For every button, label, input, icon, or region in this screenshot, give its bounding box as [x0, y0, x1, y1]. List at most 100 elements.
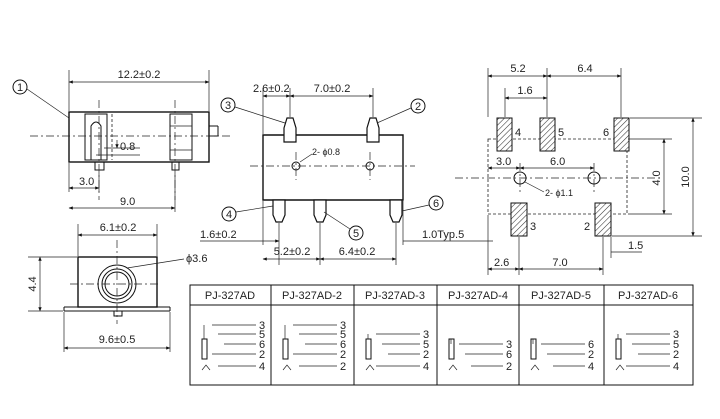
- pad-2: [594, 202, 612, 237]
- side-pin-thickness-dim: 0.8: [120, 141, 135, 153]
- pcb-dim-4-0: 4.0: [651, 170, 663, 185]
- pin-number: 6: [340, 339, 346, 351]
- pcb-dim-2-6: 2.6: [494, 257, 509, 269]
- jack-symbol: [530, 338, 537, 360]
- pad-3: [510, 202, 528, 237]
- front-total-width-dim: 9.6±0.5: [99, 334, 136, 346]
- front-width-dim: 6.1±0.2: [100, 222, 137, 234]
- model-header-3: PJ-327AD-3: [365, 290, 425, 302]
- pin-table: PJ-327AD PJ-327AD-2 PJ-327AD-3 PJ-327AD-…: [189, 284, 694, 386]
- pin-number: 5: [673, 339, 679, 351]
- pcb-outline: [487, 138, 628, 215]
- pcb-footprint: 4 5 6 3 2 2- ϕ1.1 5.2 6.4 1.6 3.0 6.0 4.…: [455, 63, 702, 275]
- pin-number: 5: [423, 339, 429, 351]
- side-pin-offset-dim: 3.0: [79, 176, 94, 188]
- pad-4: [496, 117, 513, 152]
- pin-number: 4: [423, 361, 429, 373]
- pin-number: 4: [588, 361, 594, 373]
- side-body: [68, 111, 210, 163]
- model-header-6: PJ-327AD-6: [618, 290, 678, 302]
- side-length-dim: 12.2±0.2: [118, 69, 161, 81]
- top-body: [262, 134, 404, 201]
- front-height-dim: 4.4: [27, 276, 39, 291]
- pin-number: 6: [588, 339, 594, 351]
- side-view: 12.2±0.2 0.8 3.0 9.0 1: [12, 69, 232, 212]
- pad-label-6: 6: [603, 127, 609, 139]
- pin-number: 2: [673, 349, 679, 361]
- pin-number: 3: [423, 329, 429, 341]
- callout-3: 3: [225, 100, 231, 112]
- pin-number: 2: [340, 349, 346, 361]
- pin-number: 5: [340, 329, 346, 341]
- pin-number: 2: [340, 361, 346, 373]
- pin-number: 3: [673, 329, 679, 341]
- top-pin-spacing-dim: 7.0±0.2: [314, 83, 351, 95]
- top-pin-5-6-dim: 6.4±0.2: [339, 246, 376, 258]
- pad-label-5: 5: [558, 127, 564, 139]
- pin-number: 4: [259, 361, 265, 373]
- pcb-dim-6-4: 6.4: [577, 63, 592, 75]
- callout-5: 5: [353, 228, 359, 240]
- jack-symbol: [448, 338, 455, 360]
- pin-number: 6: [506, 349, 512, 361]
- pin-number: 2: [423, 349, 429, 361]
- top-edge-to-pin-dim: 1.6±0.2: [200, 229, 237, 241]
- pin-number: 2: [259, 349, 265, 361]
- jack-symbol: [615, 338, 622, 360]
- pcb-dim-1-5: 1.5: [628, 240, 643, 252]
- pcb-dim-10-0: 10.0: [680, 166, 692, 187]
- pin-number: 3: [259, 320, 265, 332]
- model-header-4: PJ-327AD-4: [448, 290, 508, 302]
- model-header-1: PJ-327AD: [205, 290, 255, 302]
- front-view: 6.1±0.2 4.4 9.6±0.5 ϕ3.6: [27, 222, 207, 352]
- callout-6: 6: [433, 198, 439, 210]
- top-view: 2- ϕ0.8 2.6±0.2 7.0±0.2 1.6±0.2 5.2±0.2 …: [200, 83, 493, 265]
- pad-6: [613, 117, 630, 152]
- model-header-5: PJ-327AD-5: [531, 290, 591, 302]
- pcb-dim-5-2: 5.2: [510, 63, 525, 75]
- front-bore-diameter: ϕ3.6: [186, 253, 207, 265]
- callout-2: 2: [415, 101, 421, 113]
- pin-number: 2: [506, 361, 512, 373]
- top-pin-4-5-dim: 5.2±0.2: [274, 246, 311, 258]
- callout-4-circle: [221, 206, 237, 222]
- callout-2-circle: [410, 98, 426, 114]
- pin-schematic: 624: [530, 338, 594, 373]
- pin-number: 3: [506, 339, 512, 351]
- top-body-to-pin-dim: 2.6±0.2: [253, 83, 290, 95]
- pin-number: 3: [340, 320, 346, 332]
- pin-number: 6: [259, 339, 265, 351]
- pcb-holes-label: 2- ϕ1.1: [545, 188, 573, 198]
- side-pin-span-dim: 9.0: [120, 196, 135, 208]
- jack-symbol: [201, 338, 208, 360]
- pin-table-frame: [189, 284, 694, 386]
- pad-label-3: 3: [530, 221, 536, 233]
- top-pin-width-dim: 1.0Typ.5: [422, 229, 464, 241]
- pcb-dim-6-0: 6.0: [550, 156, 565, 168]
- callout-4: 4: [226, 209, 232, 221]
- callout-6-circle: [428, 195, 444, 211]
- jack-symbol: [282, 338, 289, 360]
- callout-1-circle: [12, 79, 28, 95]
- pcb-dim-3-0: 3.0: [496, 156, 511, 168]
- pin-number: 2: [588, 349, 594, 361]
- front-body: [77, 256, 158, 308]
- top-holes-label: 2- ϕ0.8: [312, 147, 340, 157]
- pad-label-2: 2: [584, 221, 590, 233]
- pin-number: 5: [259, 329, 265, 341]
- callout-3-circle: [220, 97, 236, 113]
- callout-1: 1: [17, 82, 23, 94]
- pin-schematic: 362: [448, 338, 512, 373]
- model-header-2: PJ-327AD-2: [282, 290, 342, 302]
- pcb-dim-1-6: 1.6: [517, 85, 532, 97]
- pad-5: [539, 117, 556, 152]
- pad-label-4: 4: [515, 127, 521, 139]
- pin-number: 4: [673, 361, 679, 373]
- callout-5-circle: [348, 225, 364, 241]
- pcb-dim-7-0: 7.0: [552, 257, 567, 269]
